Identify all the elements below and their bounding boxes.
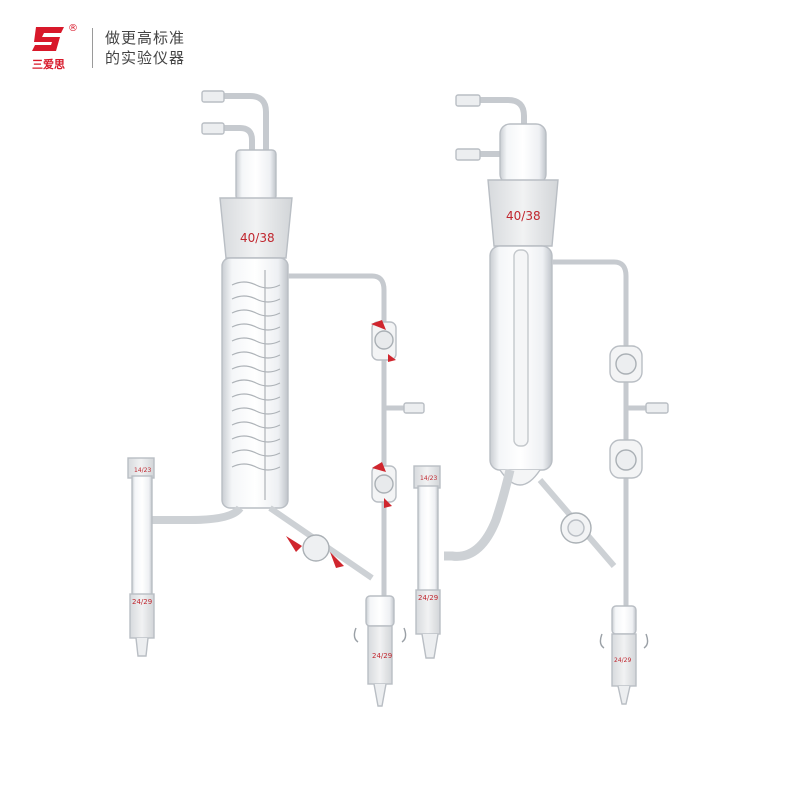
- brand-logo: ® 三爱思: [30, 23, 82, 73]
- right-side-bottom-joint-label: 24/29: [418, 594, 438, 602]
- brand-slogan: 做更高标准 的实验仪器: [105, 28, 185, 68]
- logo-s-icon: [32, 27, 64, 51]
- right-hose-connectors: [455, 94, 527, 161]
- left-side-bottom-joint-label: 24/29: [132, 598, 152, 606]
- left-stopcock-3: [286, 534, 344, 568]
- right-stopcock-2: [609, 439, 643, 479]
- registered-mark: ®: [68, 23, 78, 34]
- left-bottom-joint: [367, 625, 393, 685]
- right-top-adapter: [499, 123, 547, 185]
- right-apparatus: [413, 94, 669, 705]
- brand-divider: [92, 28, 93, 68]
- left-bottom-joint-label: 24/29: [372, 652, 392, 660]
- right-stopcock-3: [560, 512, 592, 544]
- left-side-bottom-joint: [129, 593, 155, 639]
- slogan-line-1: 做更高标准: [105, 29, 186, 47]
- right-main-joint: [487, 179, 559, 247]
- right-bottom-joint: [611, 633, 637, 687]
- left-main-joint-label: 40/38: [240, 231, 275, 245]
- left-joint-labels: 40/38 14/23 24/29 24/29: [132, 231, 392, 660]
- left-hose-connectors: [201, 90, 269, 152]
- left-apparatus: [127, 90, 425, 707]
- logo-text: 三爱思: [32, 58, 65, 71]
- slogan-line-2: 的实验仪器: [105, 49, 186, 67]
- right-side-top-joint-label: 14/23: [420, 475, 437, 482]
- right-joint-labels: 40/38 14/23 24/29 24/29: [418, 209, 631, 664]
- right-bottom-joint-label: 24/29: [614, 657, 631, 664]
- right-main-joint-label: 40/38: [506, 209, 541, 223]
- left-top-adapter: [235, 149, 277, 201]
- left-stopcock-1: [371, 320, 397, 362]
- right-stopcock-1: [609, 345, 643, 383]
- left-coil: [231, 270, 281, 500]
- right-side-bottom-joint: [415, 589, 441, 635]
- brand-header: ® 三爱思 做更高标准 的实验仪器: [30, 22, 185, 74]
- left-stopcock-2: [371, 462, 397, 508]
- left-side-top-joint-label: 14/23: [134, 467, 151, 474]
- left-main-joint: [219, 197, 293, 259]
